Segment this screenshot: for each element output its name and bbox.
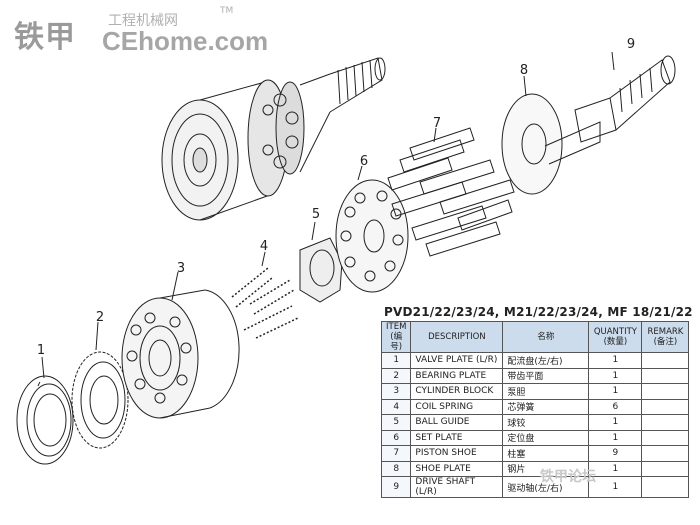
table-row: 5 BALL GUIDE 球铰 1 <box>380 414 690 431</box>
callout-5: 5 <box>312 207 320 222</box>
parts-table: ITEM(编号) DESCRIPTION 名称 QUANTITY(数量) REM… <box>380 321 690 498</box>
table-row: 3 CYLINDER BLOCK 泵胆 1 <box>380 383 690 400</box>
table-row: 6 SET PLATE 定位盘 1 <box>380 429 690 446</box>
header-remark: REMARK(备注) <box>641 321 690 353</box>
drive-shaft-part-9 <box>544 51 676 165</box>
ball-guide-part-5 <box>299 221 343 303</box>
callout-1: 1 <box>37 343 45 358</box>
cylinder-block-part-3 <box>121 271 240 419</box>
shoe-plate-part-8 <box>501 75 563 195</box>
header-description: DESCRIPTION <box>410 321 504 353</box>
table-row: 1 VALVE PLATE (L/R) 配流盘(左/右) 1 <box>380 352 690 369</box>
header-quantity: QUANTITY(数量) <box>588 321 643 353</box>
assembled-pump-drawing <box>161 57 386 221</box>
set-plate-part-6 <box>335 165 409 293</box>
bearing-plate-part-2 <box>71 321 129 449</box>
watermark-tm: TM <box>220 6 234 16</box>
callout-7: 7 <box>433 116 441 131</box>
callout-6: 6 <box>360 154 368 169</box>
forum-watermark: 铁甲论坛 <box>540 469 596 485</box>
callout-9: 9 <box>627 37 635 52</box>
table-row: 8 SHOE PLATE 钢片 1 <box>380 460 690 477</box>
watermark-subtitle: 工程机械网 <box>108 13 178 29</box>
header-item: ITEM(编号) <box>380 321 412 353</box>
table-row: 7 PISTON SHOE 柱塞 9 <box>380 445 690 462</box>
table-header-row: ITEM(编号) DESCRIPTION 名称 QUANTITY(数量) REM… <box>380 321 690 353</box>
table-row: 9 DRIVE SHAFT (L/R) 驱动轴(左/右) 1 <box>380 476 690 498</box>
callout-8: 8 <box>520 63 528 78</box>
site-watermark-logo: 铁甲 工程机械网 TM CEhome.com <box>6 4 268 56</box>
callout-4: 4 <box>260 239 268 254</box>
parts-table-title: PVD21/22/23/24, M21/22/23/24, MF 18/21/2… <box>384 305 693 319</box>
header-name: 名称 <box>502 321 590 353</box>
table-row: 2 BEARING PLATE 带齿平面 1 <box>380 367 690 384</box>
watermark-domain: CEhome.com <box>102 26 269 56</box>
callout-3: 3 <box>177 261 185 276</box>
valve-plate-part-1 <box>16 356 74 465</box>
coil-springs-part-4 <box>231 267 299 339</box>
watermark-brand: 铁甲 <box>14 21 76 54</box>
table-row: 4 COIL SPRING 芯弹簧 6 <box>380 398 690 415</box>
callout-2: 2 <box>96 310 104 325</box>
piston-shoes-part-7 <box>387 127 515 257</box>
